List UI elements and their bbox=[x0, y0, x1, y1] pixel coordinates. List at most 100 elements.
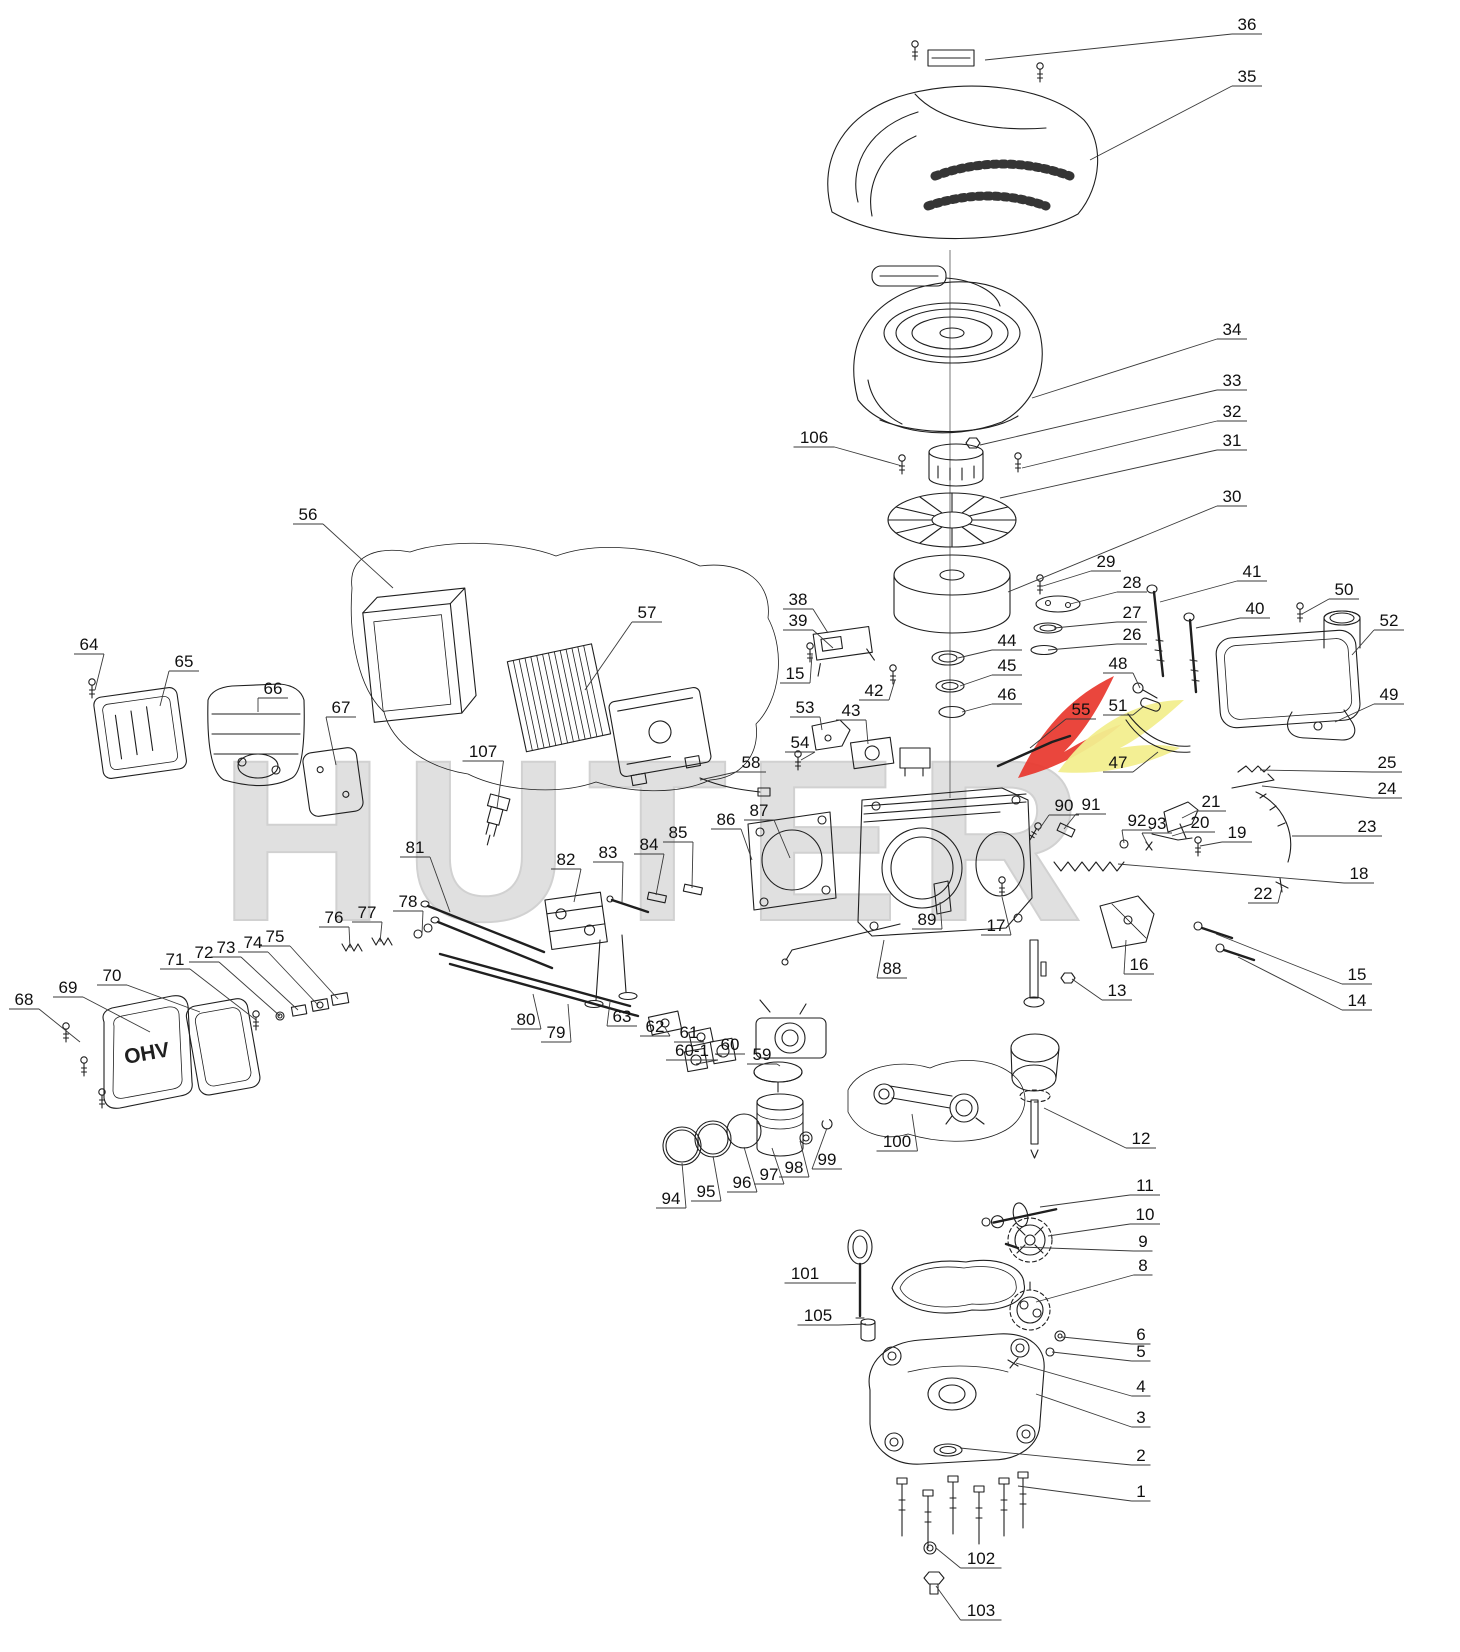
callout-27: 27 bbox=[1053, 603, 1147, 629]
callout-number: 38 bbox=[789, 590, 808, 609]
callout-number: 3 bbox=[1136, 1408, 1145, 1427]
callout-layer: 3635343332313029282726414050524948515547… bbox=[9, 15, 1404, 1621]
callout-30: 30 bbox=[1007, 487, 1247, 593]
callout-105: 105 bbox=[797, 1306, 867, 1326]
callout-99: 99 bbox=[811, 1127, 842, 1170]
callout-number: 8 bbox=[1138, 1256, 1147, 1275]
callout-76: 76 bbox=[319, 908, 351, 949]
callout-66: 66 bbox=[257, 679, 288, 712]
callout-number: 98 bbox=[785, 1158, 804, 1177]
callout-6: 6 bbox=[1061, 1325, 1151, 1345]
callout-106: 106 bbox=[793, 428, 903, 467]
callout-number: 27 bbox=[1123, 603, 1142, 622]
callout-number: 87 bbox=[750, 801, 769, 820]
callout-10: 10 bbox=[1047, 1205, 1160, 1237]
pushrod-parts bbox=[438, 952, 714, 1047]
callout-24: 24 bbox=[1261, 779, 1402, 799]
flywheel-part bbox=[893, 554, 1011, 634]
callout-47: 47 bbox=[1103, 751, 1159, 773]
muffler-part bbox=[207, 683, 305, 787]
callout-number: 65 bbox=[175, 652, 194, 671]
callout-number: 34 bbox=[1223, 320, 1242, 339]
head-gasket-part bbox=[747, 811, 837, 911]
callout-number: 60 bbox=[721, 1035, 740, 1054]
callout-number: 36 bbox=[1238, 15, 1257, 34]
callout-3: 3 bbox=[1035, 1393, 1151, 1428]
governor-lever-parts bbox=[1026, 765, 1292, 893]
callout-number: 92 bbox=[1128, 811, 1147, 830]
callout-72: 72 bbox=[189, 943, 281, 1017]
callout-45: 45 bbox=[959, 656, 1022, 687]
callout-91: 91 bbox=[1063, 795, 1106, 830]
callout-69: 69 bbox=[53, 978, 151, 1033]
callout-67: 67 bbox=[325, 698, 356, 766]
callout-number: 19 bbox=[1228, 823, 1247, 842]
callout-50: 50 bbox=[1301, 580, 1359, 615]
callout-92: 92 bbox=[1121, 811, 1152, 844]
callout-number: 75 bbox=[266, 927, 285, 946]
spark-plug-part bbox=[485, 793, 511, 846]
callout-number: 40 bbox=[1246, 599, 1265, 618]
callout-21: 21 bbox=[1181, 792, 1226, 819]
callout-number: 15 bbox=[786, 664, 805, 683]
callout-number: 71 bbox=[166, 950, 185, 969]
callout-56: 56 bbox=[293, 505, 394, 589]
callout-22: 22 bbox=[1248, 884, 1283, 904]
callout-number: 16 bbox=[1130, 955, 1149, 974]
callout-number: 74 bbox=[244, 933, 263, 952]
callout-number: 39 bbox=[789, 611, 808, 630]
callout-40: 40 bbox=[1195, 599, 1270, 629]
callout-number: 78 bbox=[399, 892, 418, 911]
callout-number: 91 bbox=[1082, 795, 1101, 814]
callout-79: 79 bbox=[541, 1003, 572, 1043]
callout-94: 94 bbox=[656, 1162, 687, 1209]
callout-number: 66 bbox=[264, 679, 283, 698]
callout-number: 107 bbox=[469, 742, 497, 761]
callout-41: 41 bbox=[1159, 562, 1267, 603]
callout-number: 103 bbox=[967, 1601, 995, 1620]
callout-26: 26 bbox=[1047, 625, 1147, 651]
callout-number: 17 bbox=[987, 916, 1006, 935]
callout-number: 59 bbox=[753, 1045, 772, 1064]
callout-51: 51 bbox=[1103, 696, 1145, 716]
callout-64: 64 bbox=[74, 635, 105, 691]
callout-number: 99 bbox=[818, 1150, 837, 1169]
callout-number: 35 bbox=[1238, 67, 1257, 86]
callout-97: 97 bbox=[754, 1147, 785, 1185]
callout-23: 23 bbox=[1292, 817, 1382, 837]
callout-number: 5 bbox=[1136, 1342, 1145, 1361]
callout-number: 23 bbox=[1358, 817, 1377, 836]
callout-96: 96 bbox=[727, 1146, 758, 1193]
callout-number: 100 bbox=[883, 1132, 911, 1151]
callout-number: 61 bbox=[680, 1023, 699, 1042]
callout-number: 24 bbox=[1378, 779, 1397, 798]
callout-number: 73 bbox=[217, 938, 236, 957]
callout-number: 11 bbox=[1136, 1176, 1154, 1195]
connecting-rod-part bbox=[847, 1059, 1026, 1142]
callout-number: 106 bbox=[800, 428, 828, 447]
starter-fasteners-part bbox=[898, 437, 1022, 475]
callout-number: 2 bbox=[1136, 1446, 1145, 1465]
callout-number: 25 bbox=[1378, 753, 1397, 772]
callout-number: 80 bbox=[517, 1010, 536, 1029]
callout-38: 38 bbox=[783, 590, 829, 634]
rope-handle-part bbox=[871, 265, 1001, 307]
callout-number: 64 bbox=[80, 635, 99, 654]
callout-83: 83 bbox=[593, 843, 624, 904]
callout-18: 18 bbox=[1117, 863, 1374, 884]
callout-57: 57 bbox=[584, 603, 662, 691]
callout-number: 53 bbox=[796, 698, 815, 717]
callout-number: 15 bbox=[1348, 965, 1367, 984]
callout-number: 54 bbox=[791, 733, 810, 752]
callout-89: 89 bbox=[912, 901, 943, 930]
callout-number: 102 bbox=[967, 1549, 995, 1568]
callout-88: 88 bbox=[876, 939, 907, 979]
callout-number: 12 bbox=[1132, 1129, 1151, 1148]
callout-number: 33 bbox=[1223, 371, 1242, 390]
governor-rod-part bbox=[996, 734, 1072, 768]
callout-55: 55 bbox=[1029, 700, 1096, 749]
callout-number: 69 bbox=[59, 978, 78, 997]
callout-number: 31 bbox=[1223, 431, 1242, 450]
callout-60-1: 60-1 bbox=[666, 1041, 719, 1065]
callout-number: 42 bbox=[865, 681, 884, 700]
